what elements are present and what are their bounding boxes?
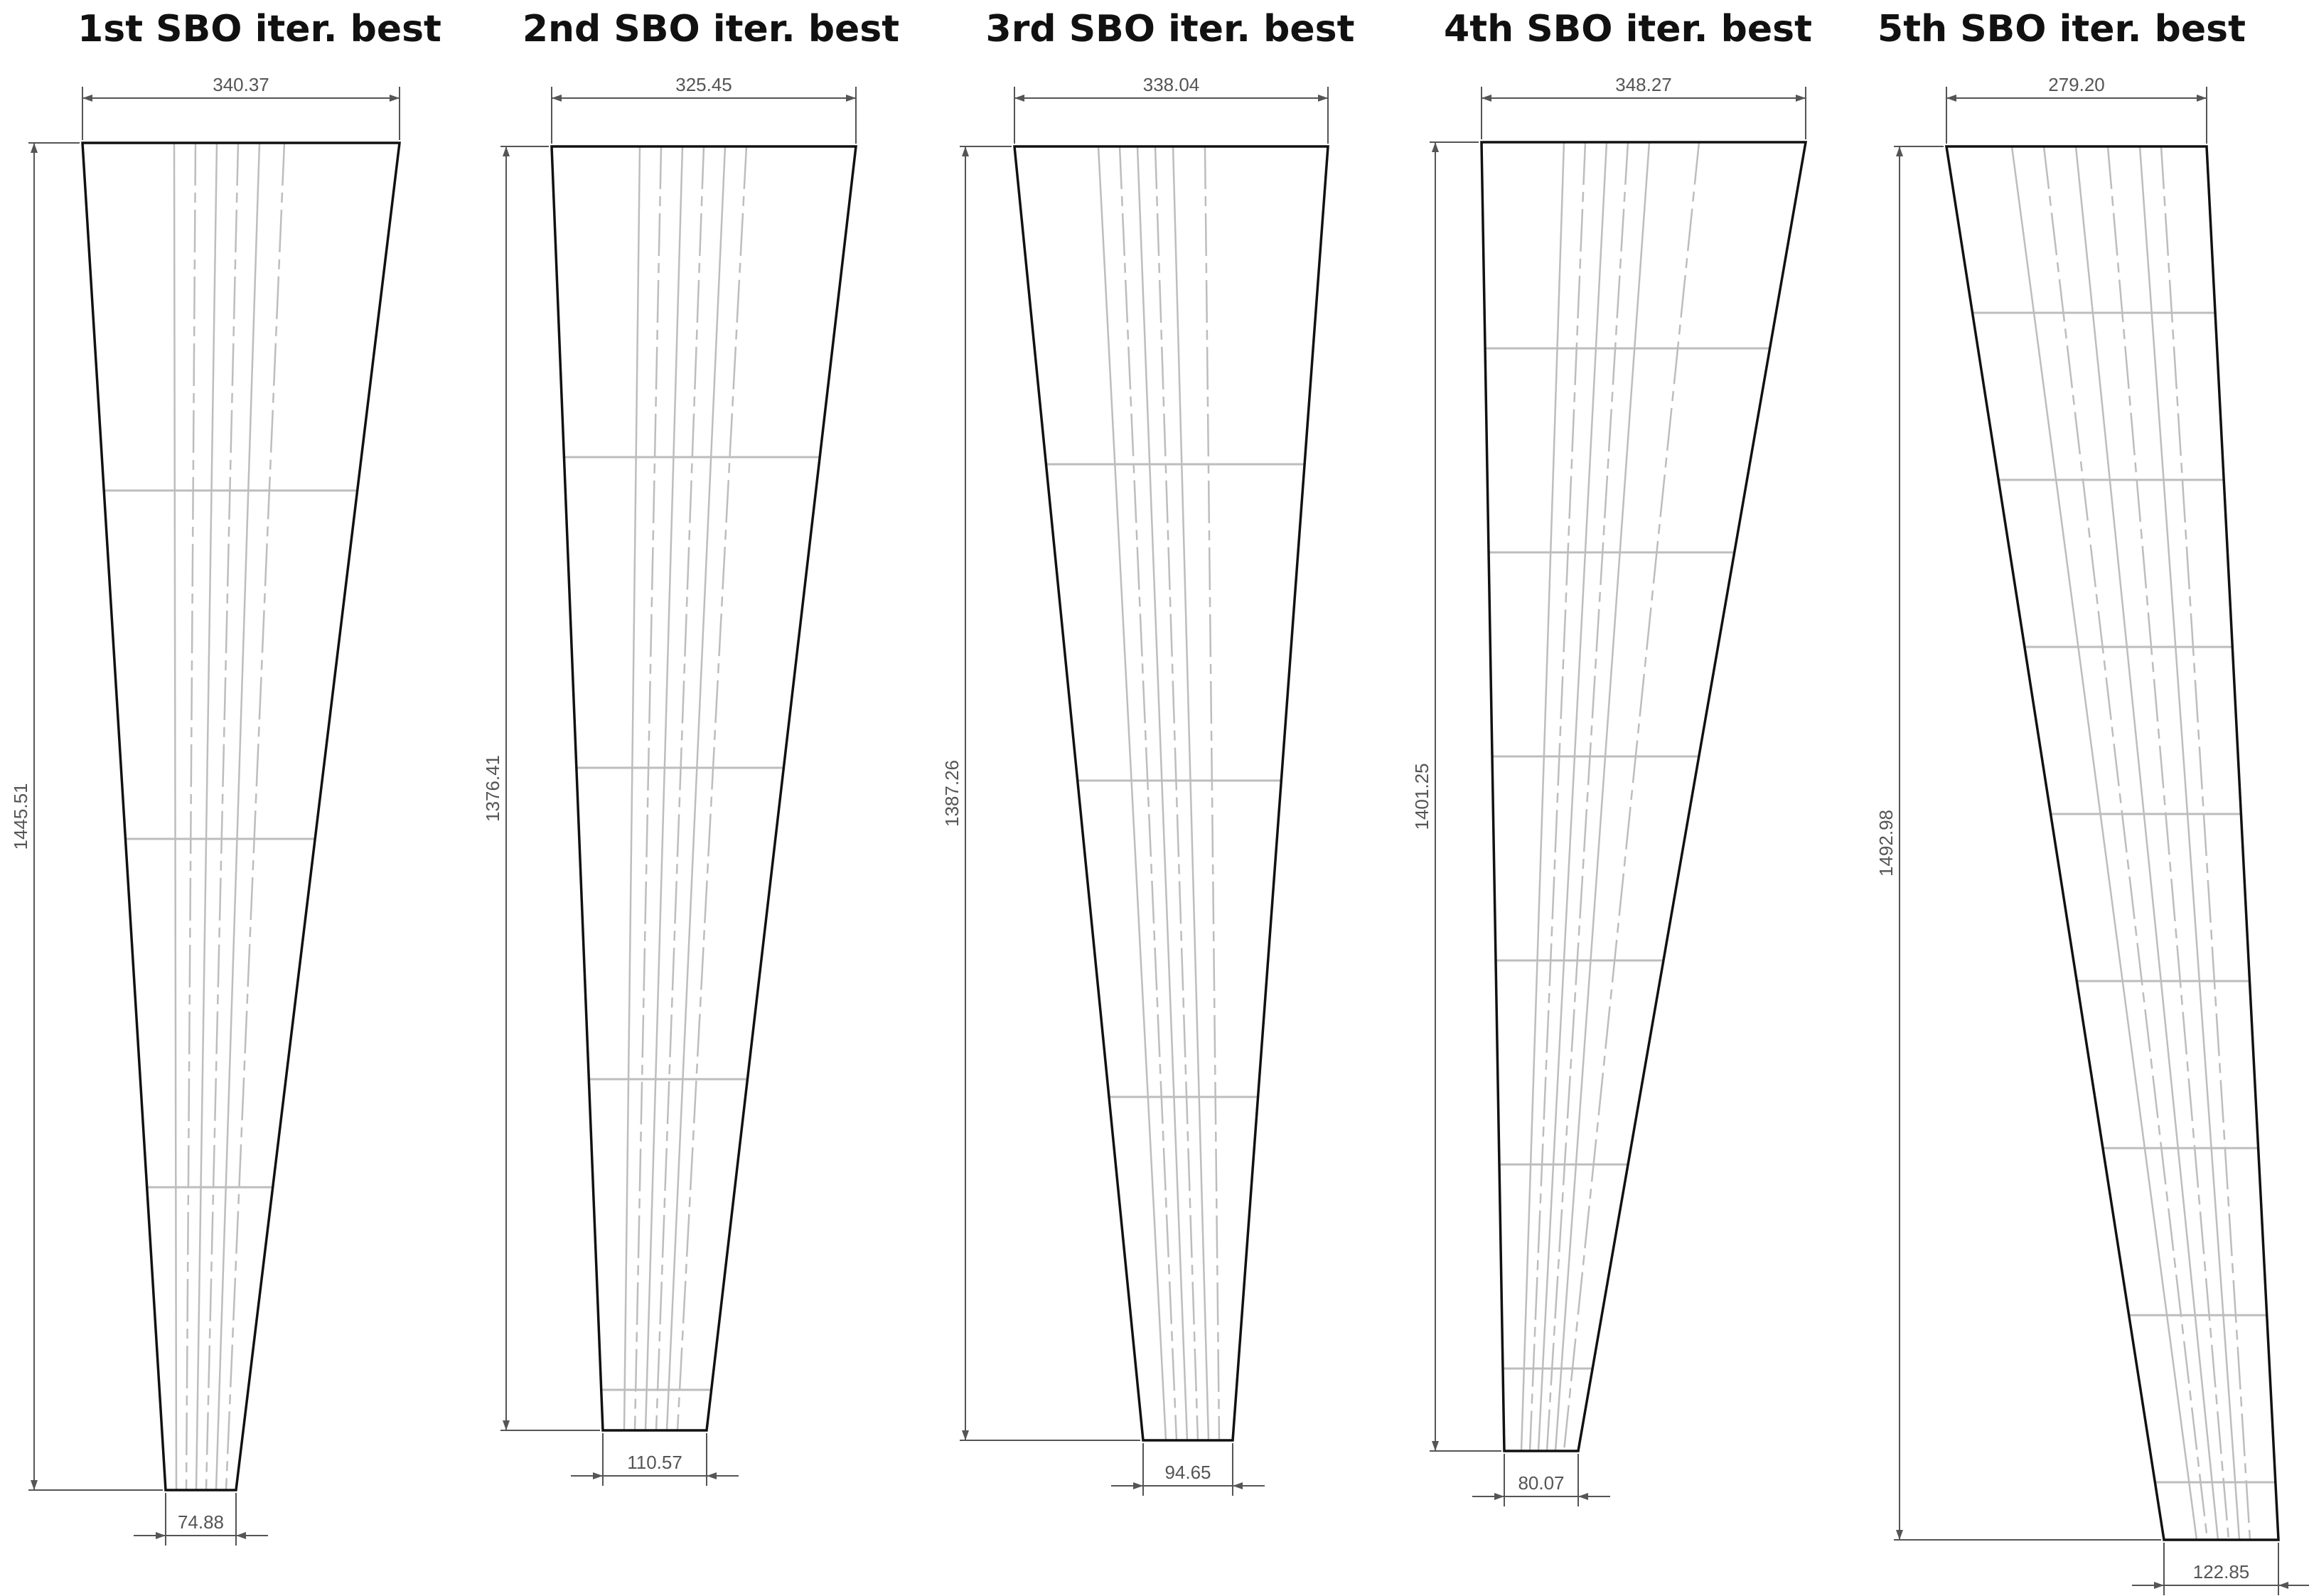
tip-chord-label: 110.57 [627, 1452, 682, 1473]
span-label: 1376.41 [482, 755, 503, 822]
dimension-arrowhead [390, 95, 400, 102]
dimension-arrowhead [1014, 95, 1024, 102]
spar-line [2106, 146, 2230, 1541]
wing-outline [1013, 145, 1329, 1442]
spar-line [633, 146, 663, 1431]
dimension-arrowhead [552, 95, 562, 102]
spar-line [2074, 146, 2219, 1541]
spar-line [1563, 141, 1700, 1452]
spar-line [1528, 141, 1587, 1452]
wing-panel: 3rd SBO iter. best 338.04 94.65 1387.26 [941, 8, 1354, 1496]
tip-chord-label: 80.07 [1518, 1472, 1564, 1494]
dimension-arrowhead [1318, 95, 1328, 102]
dimension-arrowhead [1946, 95, 1956, 102]
dimension-arrowhead [1578, 1493, 1588, 1500]
tip-chord-label: 74.88 [178, 1511, 224, 1533]
span-label: 1387.26 [941, 760, 963, 827]
wing-panel: 1st SBO iter. best 340.37 74.88 1445.51 [10, 8, 441, 1546]
spar-line [1554, 141, 1651, 1452]
root-chord-label: 348.27 [1615, 74, 1672, 95]
spar-line [195, 142, 218, 1491]
dimension-arrowhead [1494, 1493, 1504, 1500]
dimension-arrowhead [503, 1420, 510, 1430]
wing-outline [1480, 141, 1808, 1452]
spar-line [215, 142, 261, 1491]
dimension-arrowhead [846, 95, 856, 102]
spar-line [665, 146, 727, 1431]
dimension-arrowhead [2278, 1582, 2288, 1589]
dimension-arrowhead [1482, 95, 1491, 102]
spar-line [2010, 146, 2198, 1541]
wing-panel: 4th SBO iter. best 348.27 80.07 1401.25 [1411, 8, 1812, 1506]
spar-line [2160, 146, 2251, 1541]
spar-line [1204, 146, 1221, 1441]
wing-panel: 5th SBO iter. best 279.20 122.85 1492.98 [1875, 8, 2309, 1595]
spar-line [205, 142, 240, 1491]
span-label: 1445.51 [10, 783, 31, 850]
spar-line [1545, 141, 1629, 1452]
spar-line [185, 142, 197, 1491]
dimension-arrowhead [2197, 95, 2207, 102]
dimension-arrowhead [82, 95, 92, 102]
panel-title: 4th SBO iter. best [1444, 8, 1812, 50]
dimension-arrowhead [962, 1430, 969, 1440]
dimension-arrowhead [1432, 142, 1439, 152]
dimension-arrowhead [31, 1480, 38, 1490]
dimension-arrowhead [1133, 1482, 1143, 1489]
dimension-arrowhead [1896, 146, 1903, 156]
tip-chord-label: 94.65 [1164, 1462, 1211, 1483]
spar-line [1136, 146, 1189, 1441]
spar-line [1537, 141, 1608, 1452]
spar-line [225, 142, 286, 1491]
spar-line [1172, 146, 1210, 1441]
dimension-arrowhead [236, 1532, 246, 1539]
spar-line [1154, 146, 1199, 1441]
dimension-arrowhead [2154, 1582, 2164, 1589]
span-label: 1492.98 [1875, 810, 1897, 877]
panel-title: 2nd SBO iter. best [523, 8, 899, 50]
spar-line [2138, 146, 2241, 1541]
dimension-arrowhead [503, 146, 510, 156]
spar-line [676, 146, 748, 1431]
panel-title: 3rd SBO iter. best [986, 8, 1355, 50]
dimension-arrowhead [962, 146, 969, 156]
spar-line [2042, 146, 2209, 1541]
wing-outline [550, 145, 857, 1432]
dimension-arrowhead [1796, 95, 1806, 102]
dimension-arrowhead [31, 143, 38, 153]
spar-line [655, 146, 705, 1431]
root-chord-label: 325.45 [675, 74, 732, 95]
wing-panel: 2nd SBO iter. best 325.45 110.57 1376.41 [482, 8, 899, 1486]
dimension-arrowhead [1233, 1482, 1243, 1489]
wing-outline [1944, 145, 2280, 1541]
spar-line [173, 142, 178, 1491]
root-chord-label: 338.04 [1143, 74, 1200, 95]
spar-line [1118, 146, 1178, 1441]
panel-title: 5th SBO iter. best [1877, 8, 2246, 50]
spar-line [644, 146, 684, 1431]
spar-line [1520, 141, 1565, 1452]
root-chord-label: 340.37 [213, 74, 269, 95]
wing-outline [81, 141, 401, 1491]
tip-chord-label: 122.85 [2193, 1561, 2250, 1582]
dimension-arrowhead [1896, 1530, 1903, 1540]
dimension-arrowhead [156, 1532, 166, 1539]
dimension-arrowhead [593, 1472, 603, 1479]
spar-line [1097, 146, 1167, 1441]
root-chord-label: 279.20 [2048, 74, 2105, 95]
dimension-arrowhead [1432, 1441, 1439, 1451]
span-label: 1401.25 [1411, 764, 1432, 830]
dimension-arrowhead [707, 1472, 717, 1479]
panel-title: 1st SBO iter. best [77, 8, 441, 50]
spar-line [623, 146, 641, 1431]
